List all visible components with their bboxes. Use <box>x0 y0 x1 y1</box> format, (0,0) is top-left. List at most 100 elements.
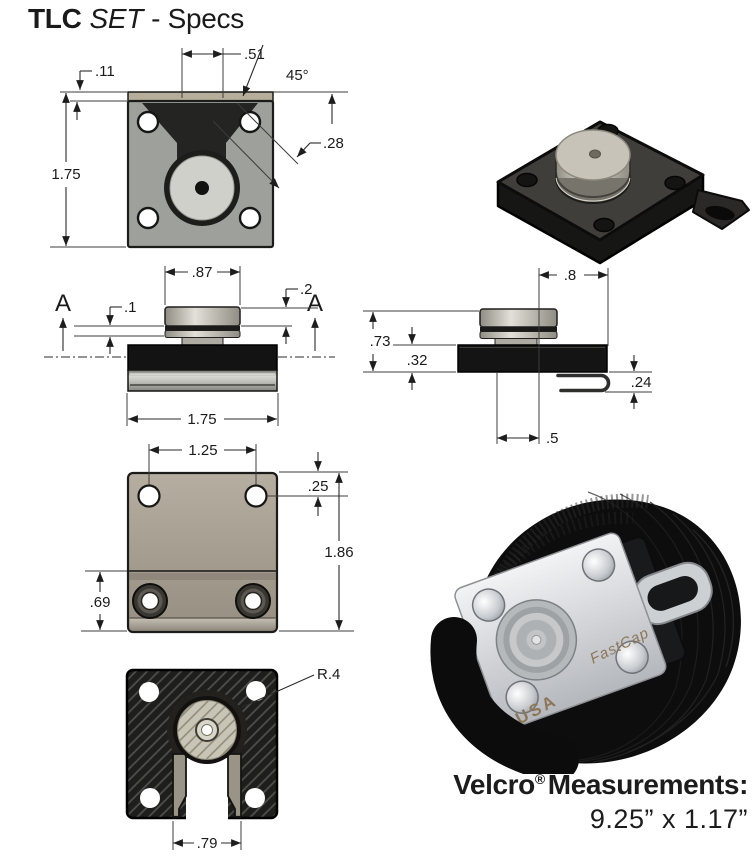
dim-hook-height: .24 <box>605 355 652 409</box>
dim-edge-offset: .8 <box>538 267 609 444</box>
section-plate <box>125 668 279 820</box>
measurements-label: Measurements: <box>547 769 749 800</box>
dim-base-thickness: .32 <box>393 327 456 390</box>
dim-lip-height-label: .11 <box>95 63 115 80</box>
dim-head-height: .2 <box>241 281 318 344</box>
dim-lower-section-label: .69 <box>90 594 111 611</box>
side-base-strip <box>127 369 278 392</box>
title-series: SET <box>89 3 144 34</box>
section-channel-slot <box>186 758 228 820</box>
section-hole-br <box>245 788 265 808</box>
dim-back-plate-height-label: 1.86 <box>324 544 353 561</box>
front-funnel-channel <box>142 103 258 168</box>
velcro-brand: Velcro <box>453 769 535 800</box>
dim-hole-spacing: 1.25 <box>148 442 257 485</box>
side-button-groove <box>165 326 240 331</box>
back-countersink-right <box>235 583 271 619</box>
side-view-drawing: A A .87 .1 .2 1.75 <box>44 264 335 428</box>
velcro-heading: Velcro®Measurements: <box>380 769 748 801</box>
dim-stem-offset-label: .5 <box>546 430 559 447</box>
iso-button-dot <box>589 149 601 159</box>
dim-fillet-radius: R.4 <box>241 666 340 708</box>
hook-button-head <box>479 308 558 328</box>
bracket-screw-tr <box>581 548 616 582</box>
dim-hook-height-label: .24 <box>631 374 652 391</box>
iso-hole-right <box>664 175 686 191</box>
dim-front-plate-height: 1.75 <box>50 93 126 248</box>
hook-view-drawing: .8 .73 .32 .24 .5 <box>363 267 652 447</box>
dim-overall-height: .73 <box>363 310 479 373</box>
hook-button-groove <box>480 327 557 332</box>
front-hole-br <box>238 206 262 230</box>
hook-base-block <box>457 344 608 373</box>
section-view-drawing: R.4 .79 <box>125 666 340 852</box>
back-countersink-left <box>132 583 168 619</box>
dim-front-plate-height-label: 1.75 <box>51 166 80 183</box>
registered-mark: ® <box>534 770 545 787</box>
dim-back-plate-height: 1.86 <box>279 473 354 632</box>
hook-spring-clip <box>556 373 611 393</box>
front-hole-bl <box>136 206 160 230</box>
dim-groove-height-label: .1 <box>124 299 137 316</box>
iso-hole-bottom <box>593 217 615 233</box>
front-center-hole <box>195 181 209 195</box>
section-hole-bl <box>140 788 160 808</box>
dim-chamfer-angle: 45° <box>242 44 348 124</box>
side-button-head <box>164 306 241 327</box>
dim-edge-offset-label: .8 <box>564 267 577 284</box>
title-suffix: - Specs <box>151 3 244 34</box>
hook-body <box>457 308 611 393</box>
title-product: TLC <box>28 3 82 34</box>
dim-slot-width: .51 <box>181 46 265 98</box>
bracket-screw-bl <box>505 680 539 714</box>
iso-clip-slot <box>705 205 735 221</box>
front-hole-tr <box>238 110 262 134</box>
dim-head-height-label: .2 <box>300 281 313 298</box>
section-hole-tr <box>246 681 266 701</box>
section-center-hole <box>201 724 213 736</box>
dim-channel-width-label: .79 <box>197 835 218 852</box>
strap-front-overlap <box>430 617 579 774</box>
back-hole-tr <box>244 484 268 508</box>
dim-hole-edge-offset: .25 <box>267 452 348 516</box>
iso-view-drawing <box>496 120 750 265</box>
side-body <box>127 306 278 392</box>
dim-slot-width-label: .51 <box>244 46 265 63</box>
dim-groove-height: .1 <box>74 299 164 354</box>
dim-base-thickness-label: .32 <box>407 352 428 369</box>
iso-button <box>555 129 631 204</box>
dim-base-width: 1.75 <box>126 393 279 428</box>
dim-hole-edge-offset-label: .25 <box>308 478 329 495</box>
dim-fillet-radius-label: R.4 <box>317 666 340 683</box>
side-base-block <box>127 344 278 371</box>
section-label-right: A <box>307 290 323 317</box>
dim-chamfer-angle-label: 45° <box>286 67 309 84</box>
dim-chamfer-depth-label: .28 <box>323 135 344 152</box>
velcro-measurements: Velcro®Measurements: 9.25” x 1.17” <box>380 769 748 835</box>
dim-lower-section: .69 <box>81 570 127 632</box>
dim-channel-width: .79 <box>172 821 242 852</box>
section-hole-tl <box>139 682 159 702</box>
side-button-flange <box>164 330 241 338</box>
tlc-bracket: USA FastCap <box>454 532 713 730</box>
dim-lip-height: .11 <box>60 63 127 120</box>
front-view-drawing: .51 45° .11 .28 1.75 <box>50 44 348 249</box>
section-label-left: A <box>55 290 71 317</box>
bracket-clip-slot <box>647 575 698 611</box>
dim-hole-spacing-label: 1.25 <box>188 442 217 459</box>
section-marker-left: A <box>44 290 127 358</box>
section-marker-right: A <box>278 290 335 358</box>
dim-chamfer-depth: .28 <box>212 102 344 189</box>
bracket-screw-br <box>615 640 649 674</box>
bracket-button <box>495 599 578 681</box>
dim-overall-height-label: .73 <box>370 333 391 350</box>
hook-button-flange <box>479 331 558 339</box>
back-hole-tl <box>137 484 161 508</box>
back-bottom-strip <box>129 618 276 630</box>
dim-stem-offset: .5 <box>496 373 559 447</box>
iso-hole-left <box>516 172 538 188</box>
back-view-drawing: 1.25 .25 1.86 .69 <box>81 442 354 634</box>
dim-button-width-label: .87 <box>192 264 213 281</box>
front-hole-tl <box>136 110 160 134</box>
product-photo: USA FastCap <box>430 491 741 774</box>
